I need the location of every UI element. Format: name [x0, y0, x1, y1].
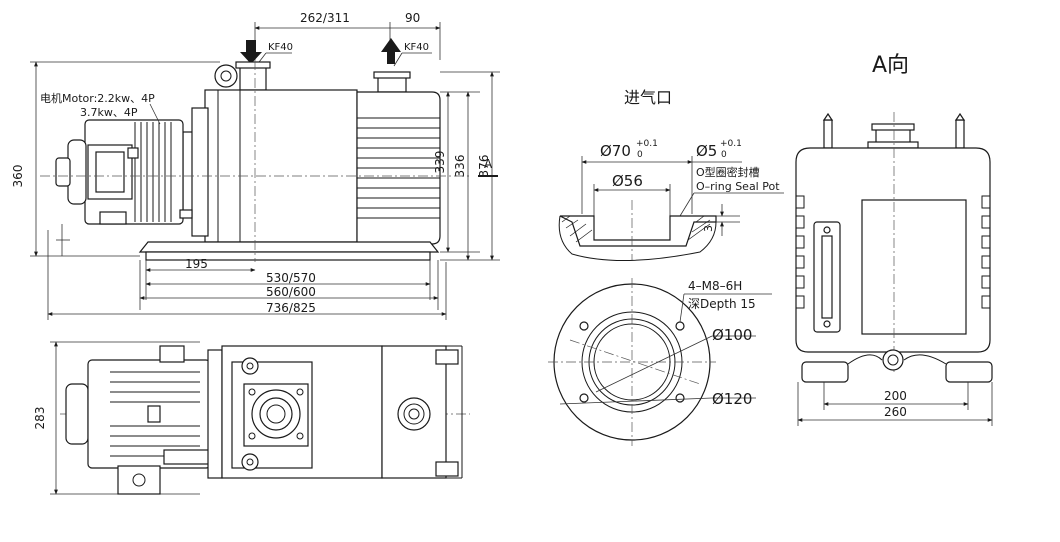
view-a: A向 — [795, 53, 993, 426]
top-view: 283 — [33, 341, 470, 495]
dim-phi56: Ø56 — [612, 172, 643, 190]
dim-height-336: 336 — [453, 155, 467, 178]
seal-groove-cn: O型圈密封槽 — [696, 165, 760, 179]
dim-width-283: 283 — [33, 407, 47, 430]
inlet-flange-label: KF40 — [268, 42, 293, 53]
dim-outlet-offset: 90 — [405, 11, 420, 25]
dim-inlet-offset: 262/311 — [300, 11, 350, 25]
dim-736-825: 736/825 — [266, 301, 316, 315]
dim-530-570: 530/570 — [266, 271, 316, 285]
view-a-title: A向 — [872, 53, 909, 78]
dim-depth-3: 3 — [702, 225, 715, 232]
outlet-arrow-icon — [381, 38, 401, 64]
lifting-eye — [214, 64, 238, 88]
motor-spec-line2: 3.7kw、4P — [80, 106, 138, 119]
thread-spec: 4–M8–6H — [688, 279, 742, 293]
dim-phi5-tol-lower: 0 — [721, 150, 727, 160]
inlet-detail-title: 进气口 — [624, 88, 672, 107]
inlet-arrow-icon — [240, 40, 262, 64]
thread-depth: 深Depth 15 — [688, 297, 756, 311]
dim-height-total: 360 — [11, 165, 25, 188]
side-view: 262/311 90 KF40 KF40 — [11, 11, 500, 320]
dim-260: 260 — [884, 405, 907, 419]
dim-phi120: Ø120 — [712, 390, 752, 408]
dim-200: 200 — [884, 389, 907, 403]
view-marker-a: A — [484, 157, 493, 171]
pump-body — [204, 89, 358, 243]
dim-phi5: Ø5 — [696, 142, 717, 160]
inlet-flange-face — [553, 283, 711, 441]
pump-base — [138, 241, 440, 253]
dim-phi70-tol-lower: 0 — [637, 150, 643, 160]
dim-height-376: 376 — [477, 155, 491, 178]
dim-560-600: 560/600 — [266, 285, 316, 299]
outlet-flange-label: KF40 — [404, 42, 429, 53]
motor-spec-line1: 电机Motor:2.2kw、4P — [40, 91, 155, 105]
dim-phi70-tol-upper: +0.1 — [636, 139, 658, 149]
dim-phi100: Ø100 — [712, 326, 752, 344]
seal-groove-en: O–ring Seal Pot — [696, 180, 780, 193]
dim-phi5-tol-upper: +0.1 — [720, 139, 742, 149]
dim-phi70: Ø70 — [600, 142, 631, 160]
dim-height-339: 339 — [433, 151, 447, 174]
dim-195: 195 — [185, 257, 208, 271]
inlet-detail: 进气口 Ø70 +0.1 0 Ø5 +0.1 0 O型圈密封槽 O–ring S… — [548, 88, 784, 446]
